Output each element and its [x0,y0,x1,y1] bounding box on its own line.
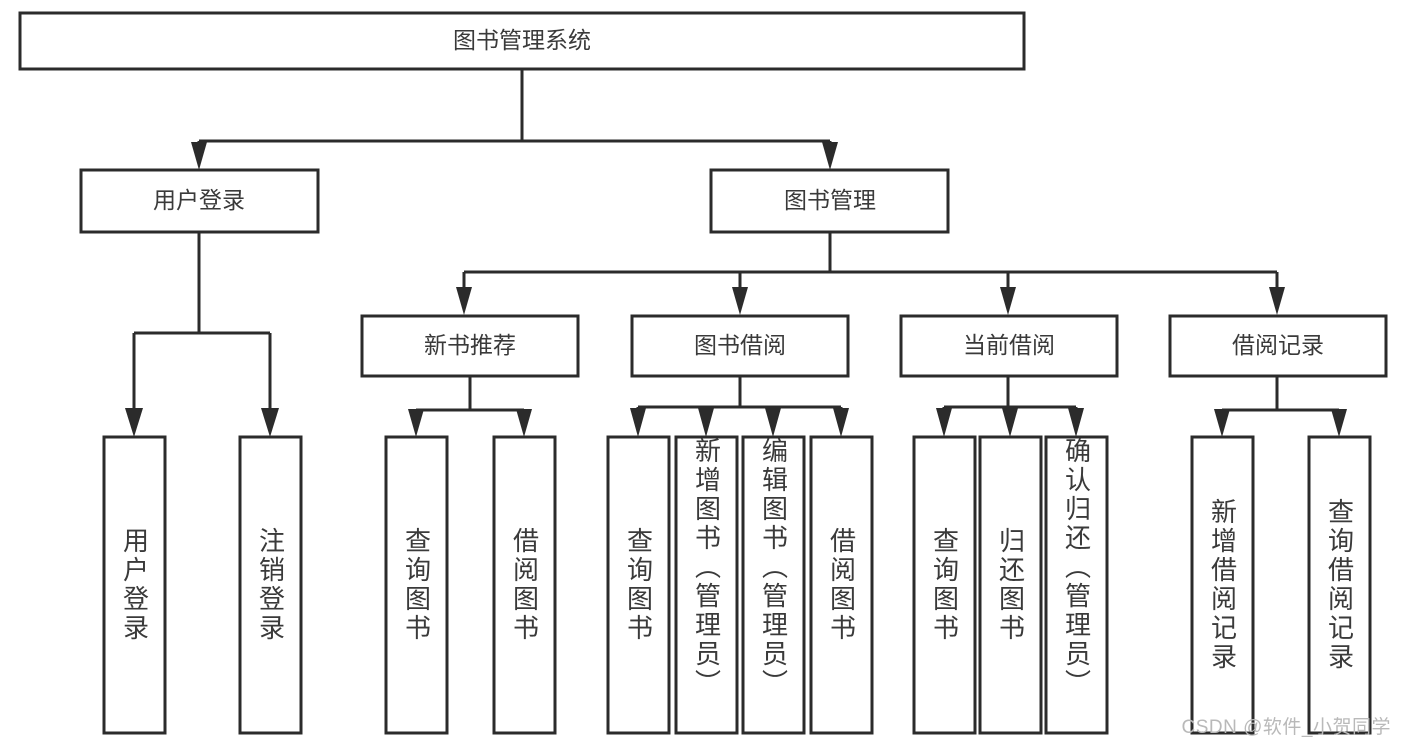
arrow-user-login-leaf-1 [125,408,143,437]
leaf-rect-return-book[interactable] [978,435,1043,735]
leaf-rect-logout-login[interactable] [238,435,303,735]
arrow-bm-book-borrow [732,287,748,315]
connector-group-current-borrow [936,376,1084,437]
node-borrow-record[interactable]: 借阅记录 [1168,314,1388,378]
node-label-user-login: 用户登录 [153,187,245,213]
leaf-rect-query-book-1[interactable] [384,435,449,735]
arrow-cb-leaf-3 [1068,408,1084,437]
node-title-box[interactable]: 图书管理系统 [18,11,1026,71]
node-book-management[interactable]: 图书管理 [709,168,950,234]
node-rect-current-borrow [899,314,1119,378]
node-label-title: 图书管理系统 [453,27,591,53]
arrow-root-to-user-login [191,142,207,170]
arrow-bb-leaf-2 [698,408,714,437]
arrow-bb-leaf-3 [765,408,781,437]
leaf-rect-query-book-2[interactable] [606,435,671,735]
arrow-nbr-leaf-1 [408,409,424,437]
arrow-bb-leaf-1 [630,408,646,437]
leaf-rect-query-record[interactable] [1307,435,1372,735]
arrow-root-to-book-management [822,142,838,170]
arrow-bm-borrow-record [1269,287,1285,315]
arrow-br-leaf-2 [1331,409,1347,437]
arrow-cb-leaf-2 [1002,408,1018,437]
node-rect-new-book-recommend [360,314,580,378]
leaf-rect-borrow-book-1[interactable] [492,435,557,735]
node-new-book-recommend[interactable]: 新书推荐 [360,314,580,378]
node-rect-title [18,11,1026,71]
leaf-rect-confirm-return[interactable] [1044,435,1109,735]
node-user-login[interactable]: 用户登录 [79,168,320,234]
arrow-nbr-leaf-2 [516,409,532,437]
leaf-box-group [102,435,1372,735]
leaf-rect-user-login[interactable] [102,435,167,735]
connector-group-borrow-record [1214,376,1347,437]
leaf-rect-add-record[interactable] [1190,435,1255,735]
node-rect-borrow-record [1168,314,1388,378]
csdn-watermark: CSDN @软件_小贺同学 [1181,717,1391,738]
node-label-book-borrow: 图书借阅 [694,332,786,358]
node-label-new-book-recommend: 新书推荐 [424,332,516,358]
node-current-borrow[interactable]: 当前借阅 [899,314,1119,378]
arrow-cb-leaf-1 [936,408,952,437]
arrow-user-login-leaf-2 [261,408,279,437]
node-rect-user-login [79,168,320,234]
leaf-rect-query-book-3[interactable] [912,435,977,735]
arrow-bm-new-book-recommend [456,287,472,315]
node-rect-book-borrow [630,314,850,378]
node-label-borrow-record: 借阅记录 [1232,332,1324,358]
node-label-current-borrow: 当前借阅 [963,332,1055,358]
leaf-rect-borrow-book-2[interactable] [809,435,874,735]
node-rect-book-management [709,168,950,234]
arrow-br-leaf-1 [1214,409,1230,437]
arrow-bb-leaf-4 [833,408,849,437]
connector-group-book-borrow [630,376,849,437]
connector-group-root [191,69,838,170]
leaf-rect-add-book[interactable] [674,435,739,735]
connector-group-new-book-recommend [408,376,532,437]
connector-group-user-login [125,232,279,437]
leaf-rect-edit-book[interactable] [741,435,806,735]
node-book-borrow[interactable]: 图书借阅 [630,314,850,378]
arrow-bm-current-borrow [1000,287,1016,315]
connector-group-book-management [456,232,1285,315]
node-label-book-management: 图书管理 [784,187,876,213]
